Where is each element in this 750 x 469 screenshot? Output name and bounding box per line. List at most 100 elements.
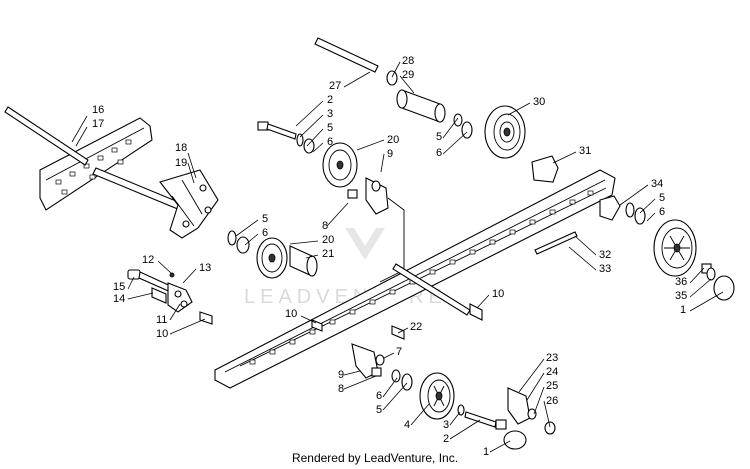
part-label-l11: 11 [156,314,167,326]
leader-line-l6d [646,212,656,222]
leader-line-l15 [127,276,135,290]
part-label-l5d: 5 [659,192,665,204]
leader-line-l8b [343,375,377,390]
part-label-l10a: 10 [156,328,168,340]
leader-line-l10c [300,315,317,324]
leader-line-l5a [235,219,259,237]
part-label-l5b: 5 [327,122,333,134]
bracket-18 [159,169,219,239]
leader-line-l7 [383,352,395,359]
part-label-l10b: 10 [492,288,504,300]
leader-line-l6c [442,131,468,155]
arm-9-lower [351,343,385,379]
part-label-l31: 31 [579,145,591,157]
part-label-l24: 24 [546,366,558,378]
spacer-21 [289,245,318,277]
leader-line-l2b [449,419,481,440]
leader-line-l34 [619,184,649,206]
leader-line-l11 [169,303,181,321]
part-label-l7: 7 [396,346,402,358]
leader-line-l19 [187,162,195,184]
arm-23 [507,387,537,425]
leader-line-l5b [306,128,324,147]
leader-line-l4 [410,403,430,426]
part-label-l25: 25 [546,380,558,392]
part-label-l6e: 6 [376,390,382,402]
leader-line-l5c [442,117,459,139]
part-label-l27: 27 [329,80,341,92]
part-label-l32: 32 [599,249,611,261]
part-label-l22: 22 [410,321,422,333]
part-label-l20a: 20 [387,134,399,146]
leader-line-l30 [507,102,531,116]
leader-line-l24 [526,372,545,401]
part-label-l14: 14 [113,293,125,305]
left-rail-segment [39,117,153,211]
shaft-27 [314,37,379,73]
leader-line-l31 [552,151,577,164]
leader-line-l16 [71,115,88,143]
leader-line-l10a [169,318,206,335]
part-label-l2b: 2 [443,433,449,445]
hardware-left [127,269,213,325]
part-label-l16: 16 [92,104,104,116]
leader-line-l9b [343,370,361,376]
leader-line-l2a [295,100,324,127]
arm-9-upper [347,177,405,283]
part-label-l4: 4 [404,419,410,431]
idler-wheel-20-upper [322,142,358,188]
leader-line-l8a [326,202,349,227]
rear-shaft-16 [4,106,189,213]
leader-line-l21 [305,254,319,259]
part-label-l15: 15 [113,281,125,293]
hub-31 [531,155,621,221]
part-label-l9b: 9 [338,369,344,381]
leader-line-l3a [299,114,324,138]
leader-line-l1b [489,440,511,453]
rear-wheel-34 [653,219,697,277]
part-label-l13: 13 [199,262,211,274]
part-label-l1a: 1 [680,304,686,316]
leader-line-l13 [182,268,197,284]
leader-line-l6a [244,233,259,246]
part-label-l30: 30 [533,96,545,108]
part-label-l5c: 5 [436,131,442,143]
part-label-l35: 35 [675,290,687,302]
part-label-l3b: 3 [443,419,449,431]
part-label-l29: 29 [402,69,414,81]
part-label-l20b: 20 [322,234,334,246]
part-label-l6c: 6 [436,147,442,159]
leader-line-l12 [157,260,173,275]
leader-lines [71,61,724,453]
part-label-l33: 33 [599,263,611,275]
leader-line-l32 [574,235,597,256]
leader-line-l22 [397,327,409,334]
bolt-32 [534,231,578,255]
part-label-l28: 28 [402,55,414,67]
part-label-l9a: 9 [387,148,393,160]
leader-line-l23 [518,358,545,393]
leader-line-l25 [533,386,545,415]
part-label-l8a: 8 [322,220,328,232]
leader-line-l36 [689,267,705,284]
exploded-view-drawing: LEADVENTURE [4,37,735,458]
part-label-l18: 18 [175,142,187,154]
part-label-l5e: 5 [376,404,382,416]
leader-line-l35 [689,278,712,298]
leader-line-l14 [127,292,154,300]
bolt-2-lower [464,411,497,428]
idler-wheel-30 [484,105,526,159]
part-label-l19: 19 [175,157,187,169]
part-label-l23: 23 [546,352,558,364]
leader-line-l9a [380,153,385,173]
part-label-l10c: 10 [285,308,297,320]
part-label-l12: 12 [142,254,154,266]
lower-wheel-4 [419,372,455,420]
spacer-29 [396,89,446,123]
leader-line-l26 [543,400,551,428]
leader-line-l5e [382,382,408,411]
leader-line-l5d [639,198,656,214]
leader-line-l33 [568,246,597,271]
